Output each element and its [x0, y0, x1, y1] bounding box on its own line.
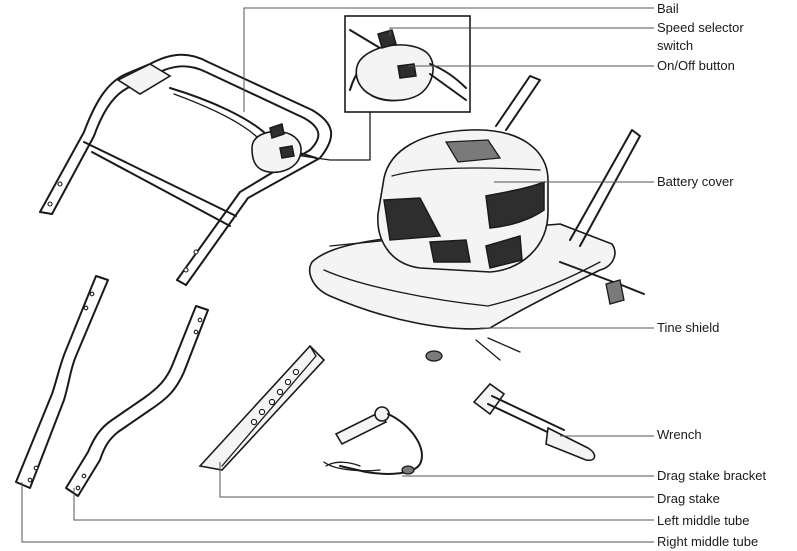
battery-cover-label: Battery cover: [657, 174, 734, 189]
left-middle-tube: [15, 275, 109, 489]
wrench-label: Wrench: [657, 427, 702, 442]
leader-lines: [21, 7, 654, 543]
onoff-button-label: On/Off button: [657, 58, 735, 73]
drag-stake: [198, 344, 326, 471]
bail-label: Bail: [657, 1, 679, 16]
right-middle-tube: [65, 305, 209, 497]
tiller-body: [308, 75, 645, 362]
left-middle-tube-label: Left middle tube: [657, 513, 750, 528]
drag-stake-label: Drag stake: [657, 491, 720, 506]
tine-shield-label: Tine shield: [657, 320, 720, 335]
handle-grip: [116, 63, 302, 174]
battery-cover: [377, 129, 549, 273]
speed-selector-switch-label: Speed selector switch: [657, 20, 744, 53]
detail-inset: [301, 15, 471, 161]
right-middle-tube-label: Right middle tube: [657, 534, 759, 549]
drag-stake-bracket: [323, 406, 423, 475]
wrench: [472, 382, 596, 462]
upper-handle: [39, 53, 333, 286]
drag-stake-bracket-label: Drag stake bracket: [657, 468, 767, 483]
